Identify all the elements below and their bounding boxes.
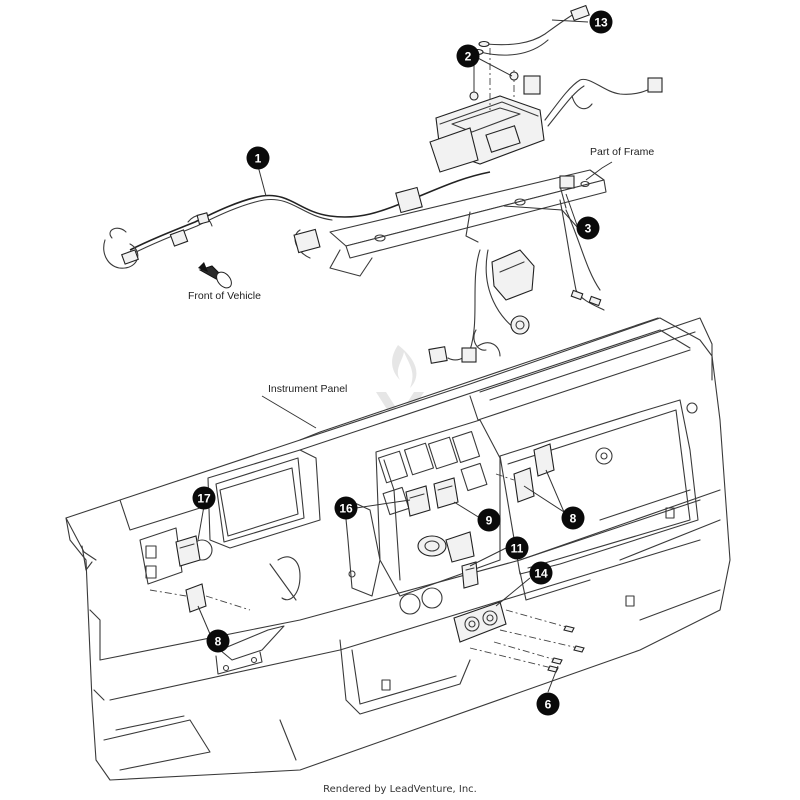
switch-16 [405, 485, 431, 517]
callout-8a: 8 [206, 629, 230, 653]
callout-number: 17 [197, 492, 211, 506]
front-of-vehicle-arrow-icon [198, 262, 232, 289]
part-of-frame-label: Part of Frame [590, 146, 654, 158]
callout-circle [477, 508, 501, 532]
leader-lines [197, 19, 613, 693]
callout-17: 17 [192, 486, 216, 510]
jumper-harness [472, 4, 590, 56]
callout-number: 1 [255, 152, 262, 166]
callout-number: 11 [511, 542, 524, 556]
switch-8-right [495, 443, 555, 503]
instrument-panel [65, 317, 731, 781]
callout-number: 16 [339, 502, 353, 516]
callout-3: 3 [576, 216, 600, 240]
callout-circle [576, 216, 600, 240]
front-of-vehicle-label: Front of Vehicle [188, 290, 261, 302]
instrument-panel-label: Instrument Panel [268, 383, 347, 395]
callout-group: 1 2 3 6 8 8 9 11 13 14 16 17 [192, 10, 613, 716]
callout-circle [589, 10, 613, 34]
callout-13: 13 [589, 10, 613, 34]
callout-number: 8 [215, 635, 222, 649]
callout-2: 2 [456, 44, 480, 68]
wiring-harness [103, 75, 663, 364]
callout-number: 14 [534, 567, 548, 581]
callout-circle [561, 506, 585, 530]
screws-6 [547, 625, 585, 673]
callout-14: 14 [529, 561, 553, 585]
callout-number: 2 [465, 50, 472, 64]
usb-charger-module [453, 601, 579, 669]
callout-circle [456, 44, 480, 68]
callout-circle [529, 561, 553, 585]
callout-11: 11 [505, 536, 529, 560]
callout-circle [536, 692, 560, 716]
frame-crossmember [329, 169, 607, 277]
callout-circle [206, 629, 230, 653]
callout-1: 1 [246, 146, 270, 170]
callout-circle [246, 146, 270, 170]
callout-circle [334, 496, 358, 520]
callout-number: 6 [545, 698, 552, 712]
callout-number: 8 [570, 512, 577, 526]
switch-8-left [149, 583, 251, 613]
switch-9 [433, 477, 459, 509]
callout-number: 13 [594, 16, 608, 30]
switch-17 [175, 535, 201, 567]
ignition-switch [417, 531, 479, 589]
callout-number: 9 [486, 514, 493, 528]
control-module [429, 48, 545, 173]
callout-9: 9 [477, 508, 501, 532]
callout-6: 6 [536, 692, 560, 716]
callout-circle [192, 486, 216, 510]
callout-number: 3 [585, 222, 592, 236]
callout-16: 16 [334, 496, 358, 520]
callout-8b: 8 [561, 506, 585, 530]
callout-circle [505, 536, 529, 560]
footer-credit: Rendered by LeadVenture, Inc. [323, 784, 477, 795]
